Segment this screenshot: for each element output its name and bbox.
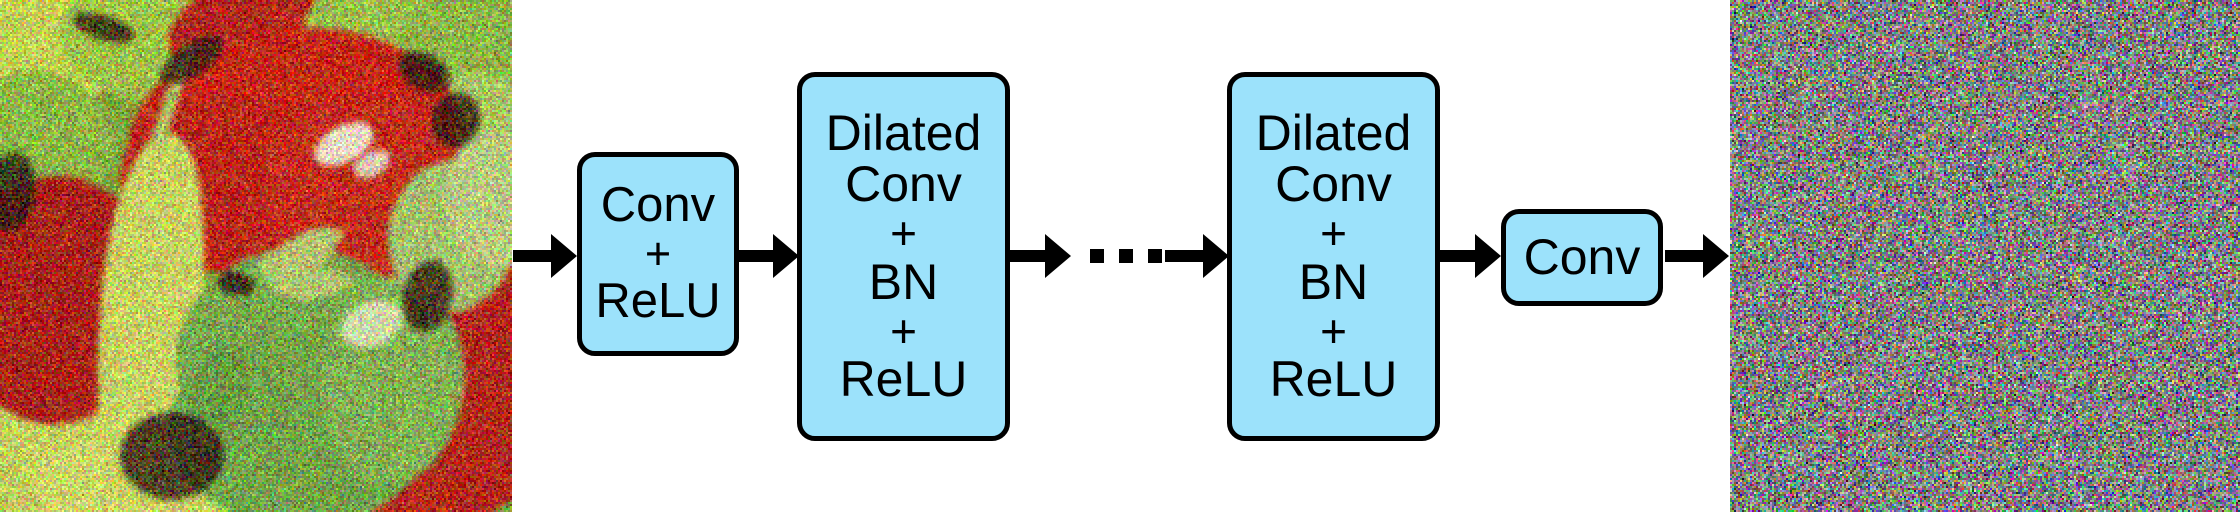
arrow-input-to-conv-icon	[513, 228, 579, 284]
block-dilated-conv-bn-relu-1[interactable]: Dilated Conv + BN + ReLU	[797, 72, 1010, 441]
block-dilated-1-line-4: BN	[868, 253, 939, 310]
arrow-dilated1-to-ellipsis-icon	[1007, 228, 1073, 284]
block-dilated-1-line-5: +	[890, 304, 917, 357]
ellipsis-dot	[1148, 249, 1162, 263]
block-dilated-1-line-6: ReLU	[839, 351, 968, 408]
block-conv-last[interactable]: Conv	[1501, 209, 1663, 306]
residual-noise-image	[1730, 0, 2240, 512]
ellipsis-dot	[1090, 249, 1104, 263]
residual-noise-canvas	[1730, 0, 2240, 512]
block-conv-relu-line-3: ReLU	[595, 273, 721, 328]
block-dilated-1-line-1: Dilated	[825, 104, 982, 161]
arrow-dilated2-to-conv-last-icon	[1437, 228, 1503, 284]
ellipsis-dot	[1119, 249, 1133, 263]
block-dilated-conv-bn-relu-2[interactable]: Dilated Conv + BN + ReLU	[1227, 72, 1440, 441]
block-dilated-2-line-2: Conv	[1275, 155, 1392, 212]
arrow-ellipsis-to-dilated2-icon	[1165, 228, 1231, 284]
block-dilated-2-line-4: BN	[1298, 253, 1369, 310]
block-dilated-2-line-3: +	[1320, 206, 1347, 259]
block-conv-relu[interactable]: Conv + ReLU	[577, 152, 739, 356]
block-conv-relu-line-1: Conv	[600, 178, 716, 233]
block-conv-relu-line-2: +	[644, 228, 672, 280]
arrow-conv-last-to-output-icon	[1665, 228, 1731, 284]
block-dilated-1-line-2: Conv	[845, 155, 962, 212]
block-conv-last-line-1: Conv	[1523, 229, 1641, 285]
arrow-conv-to-dilated1-icon	[735, 228, 801, 284]
repeated-blocks-ellipsis-icon	[1090, 249, 1162, 263]
noisy-input-canvas	[0, 0, 512, 512]
noisy-input-image	[0, 0, 512, 512]
block-dilated-2-line-6: ReLU	[1269, 351, 1398, 408]
block-dilated-2-line-1: Dilated	[1255, 104, 1412, 161]
block-dilated-2-line-5: +	[1320, 304, 1347, 357]
block-dilated-1-line-3: +	[890, 206, 917, 259]
